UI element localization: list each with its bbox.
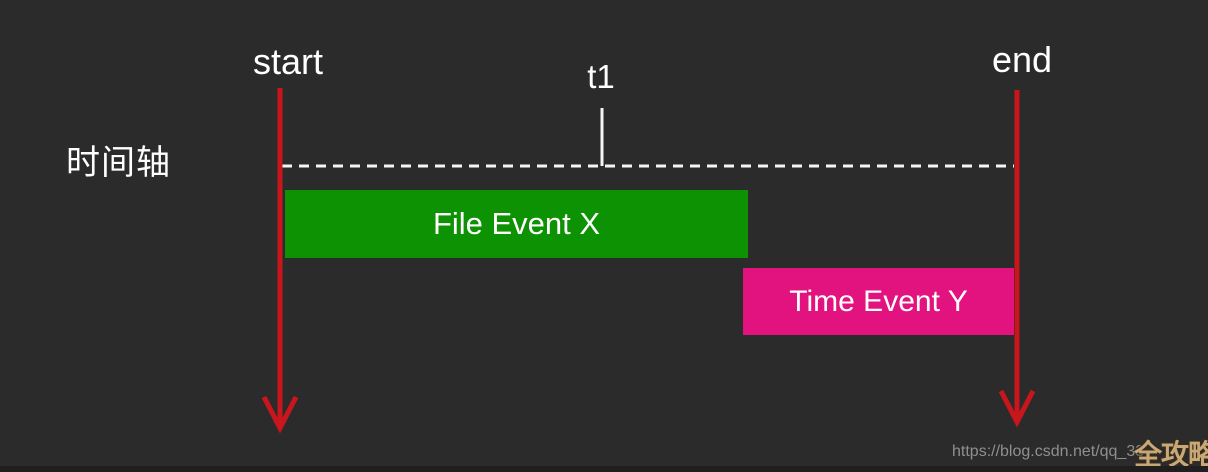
file-event-bar: File Event X: [285, 190, 748, 258]
file-event-label: File Event X: [432, 206, 601, 241]
time-event-label: Time Event Y: [789, 284, 968, 318]
time-event-bar: Time Event Y: [743, 268, 1014, 335]
watermark-badge-text: 全攻略: [1134, 439, 1208, 470]
start-marker-label: start: [252, 41, 324, 82]
axis-label: 时间轴: [66, 144, 171, 182]
watermark-url-text: https://blog.csdn.net/qq_33: [952, 443, 1145, 460]
end-marker-label: end: [991, 39, 1053, 80]
bottom-edge-strip: [0, 466, 1208, 472]
end-arrow-down-icon: [998, 90, 1036, 428]
start-arrow-down-icon: [261, 88, 299, 434]
t1-marker-label: t1: [587, 58, 615, 95]
